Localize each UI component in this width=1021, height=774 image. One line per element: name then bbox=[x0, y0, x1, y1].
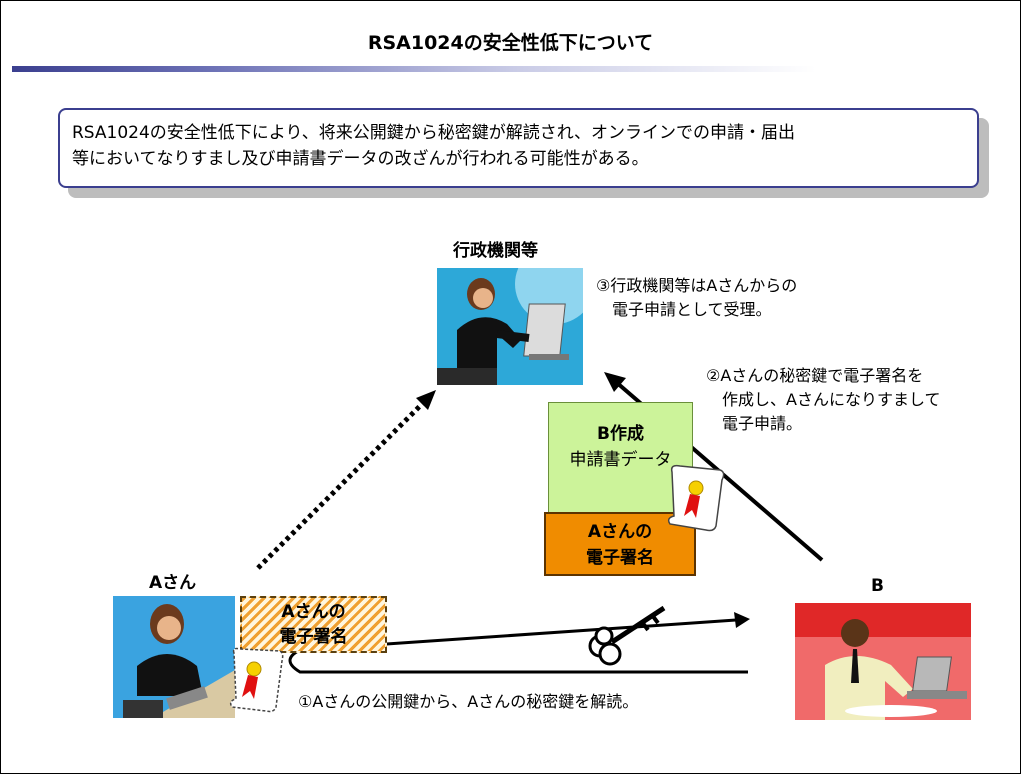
orange-line-2: 電子署名 bbox=[586, 548, 654, 568]
green-line-2: 申請書データ bbox=[569, 450, 672, 470]
certificate-icon bbox=[229, 647, 284, 713]
step3-note: ③行政機関等はAさんからの 電子申請として受理。 bbox=[596, 276, 798, 319]
step1-note: ①Aさんの公開鍵から、Aさんの秘密鍵を解読。 bbox=[298, 692, 639, 711]
solid-arrow-head bbox=[604, 372, 626, 392]
summary-callout: RSA1024の安全性低下により、将来公開鍵から秘密鍵が解読され、オンラインでの… bbox=[58, 108, 979, 188]
dotted-arrow-head bbox=[416, 390, 436, 410]
office-worker-icon bbox=[113, 596, 235, 718]
a-label: Aさん bbox=[149, 573, 197, 593]
office-worker-icon bbox=[437, 268, 583, 385]
b-label: B bbox=[871, 576, 884, 596]
forged-application-data: B作成 申請書データ bbox=[548, 402, 693, 514]
slide-title: RSA1024の安全性低下について bbox=[367, 32, 654, 54]
green-line-1: B作成 bbox=[597, 424, 644, 444]
step2-note: ②Aさんの秘密鍵で電子署名を 作成し、Aさんになりすまして 電子申請。 bbox=[706, 366, 941, 433]
signature-box-hatched: Aさんの 電子署名 bbox=[240, 596, 387, 653]
crack-arrow-head bbox=[734, 612, 750, 628]
callout-line-1: RSA1024の安全性低下により、将来公開鍵から秘密鍵が解読され、オンラインでの… bbox=[72, 123, 795, 143]
key-icon bbox=[588, 605, 666, 666]
hatched-line-2: 電子署名 bbox=[279, 627, 348, 647]
dotted-arrow-a-to-gov bbox=[256, 400, 426, 570]
title-underline bbox=[12, 66, 1017, 72]
callout-line-2: 等においてなりすまし及び申請書データの改ざんが行われる可能性がある。 bbox=[72, 149, 649, 169]
gov-label: 行政機関等 bbox=[453, 241, 538, 261]
certificate-icon bbox=[667, 464, 725, 532]
forged-signature-box: Aさんの 電子署名 bbox=[544, 512, 696, 576]
orange-line-1: Aさんの bbox=[587, 522, 653, 542]
businessman-icon bbox=[795, 603, 971, 720]
hatched-line-1: Aさんの bbox=[281, 602, 346, 622]
